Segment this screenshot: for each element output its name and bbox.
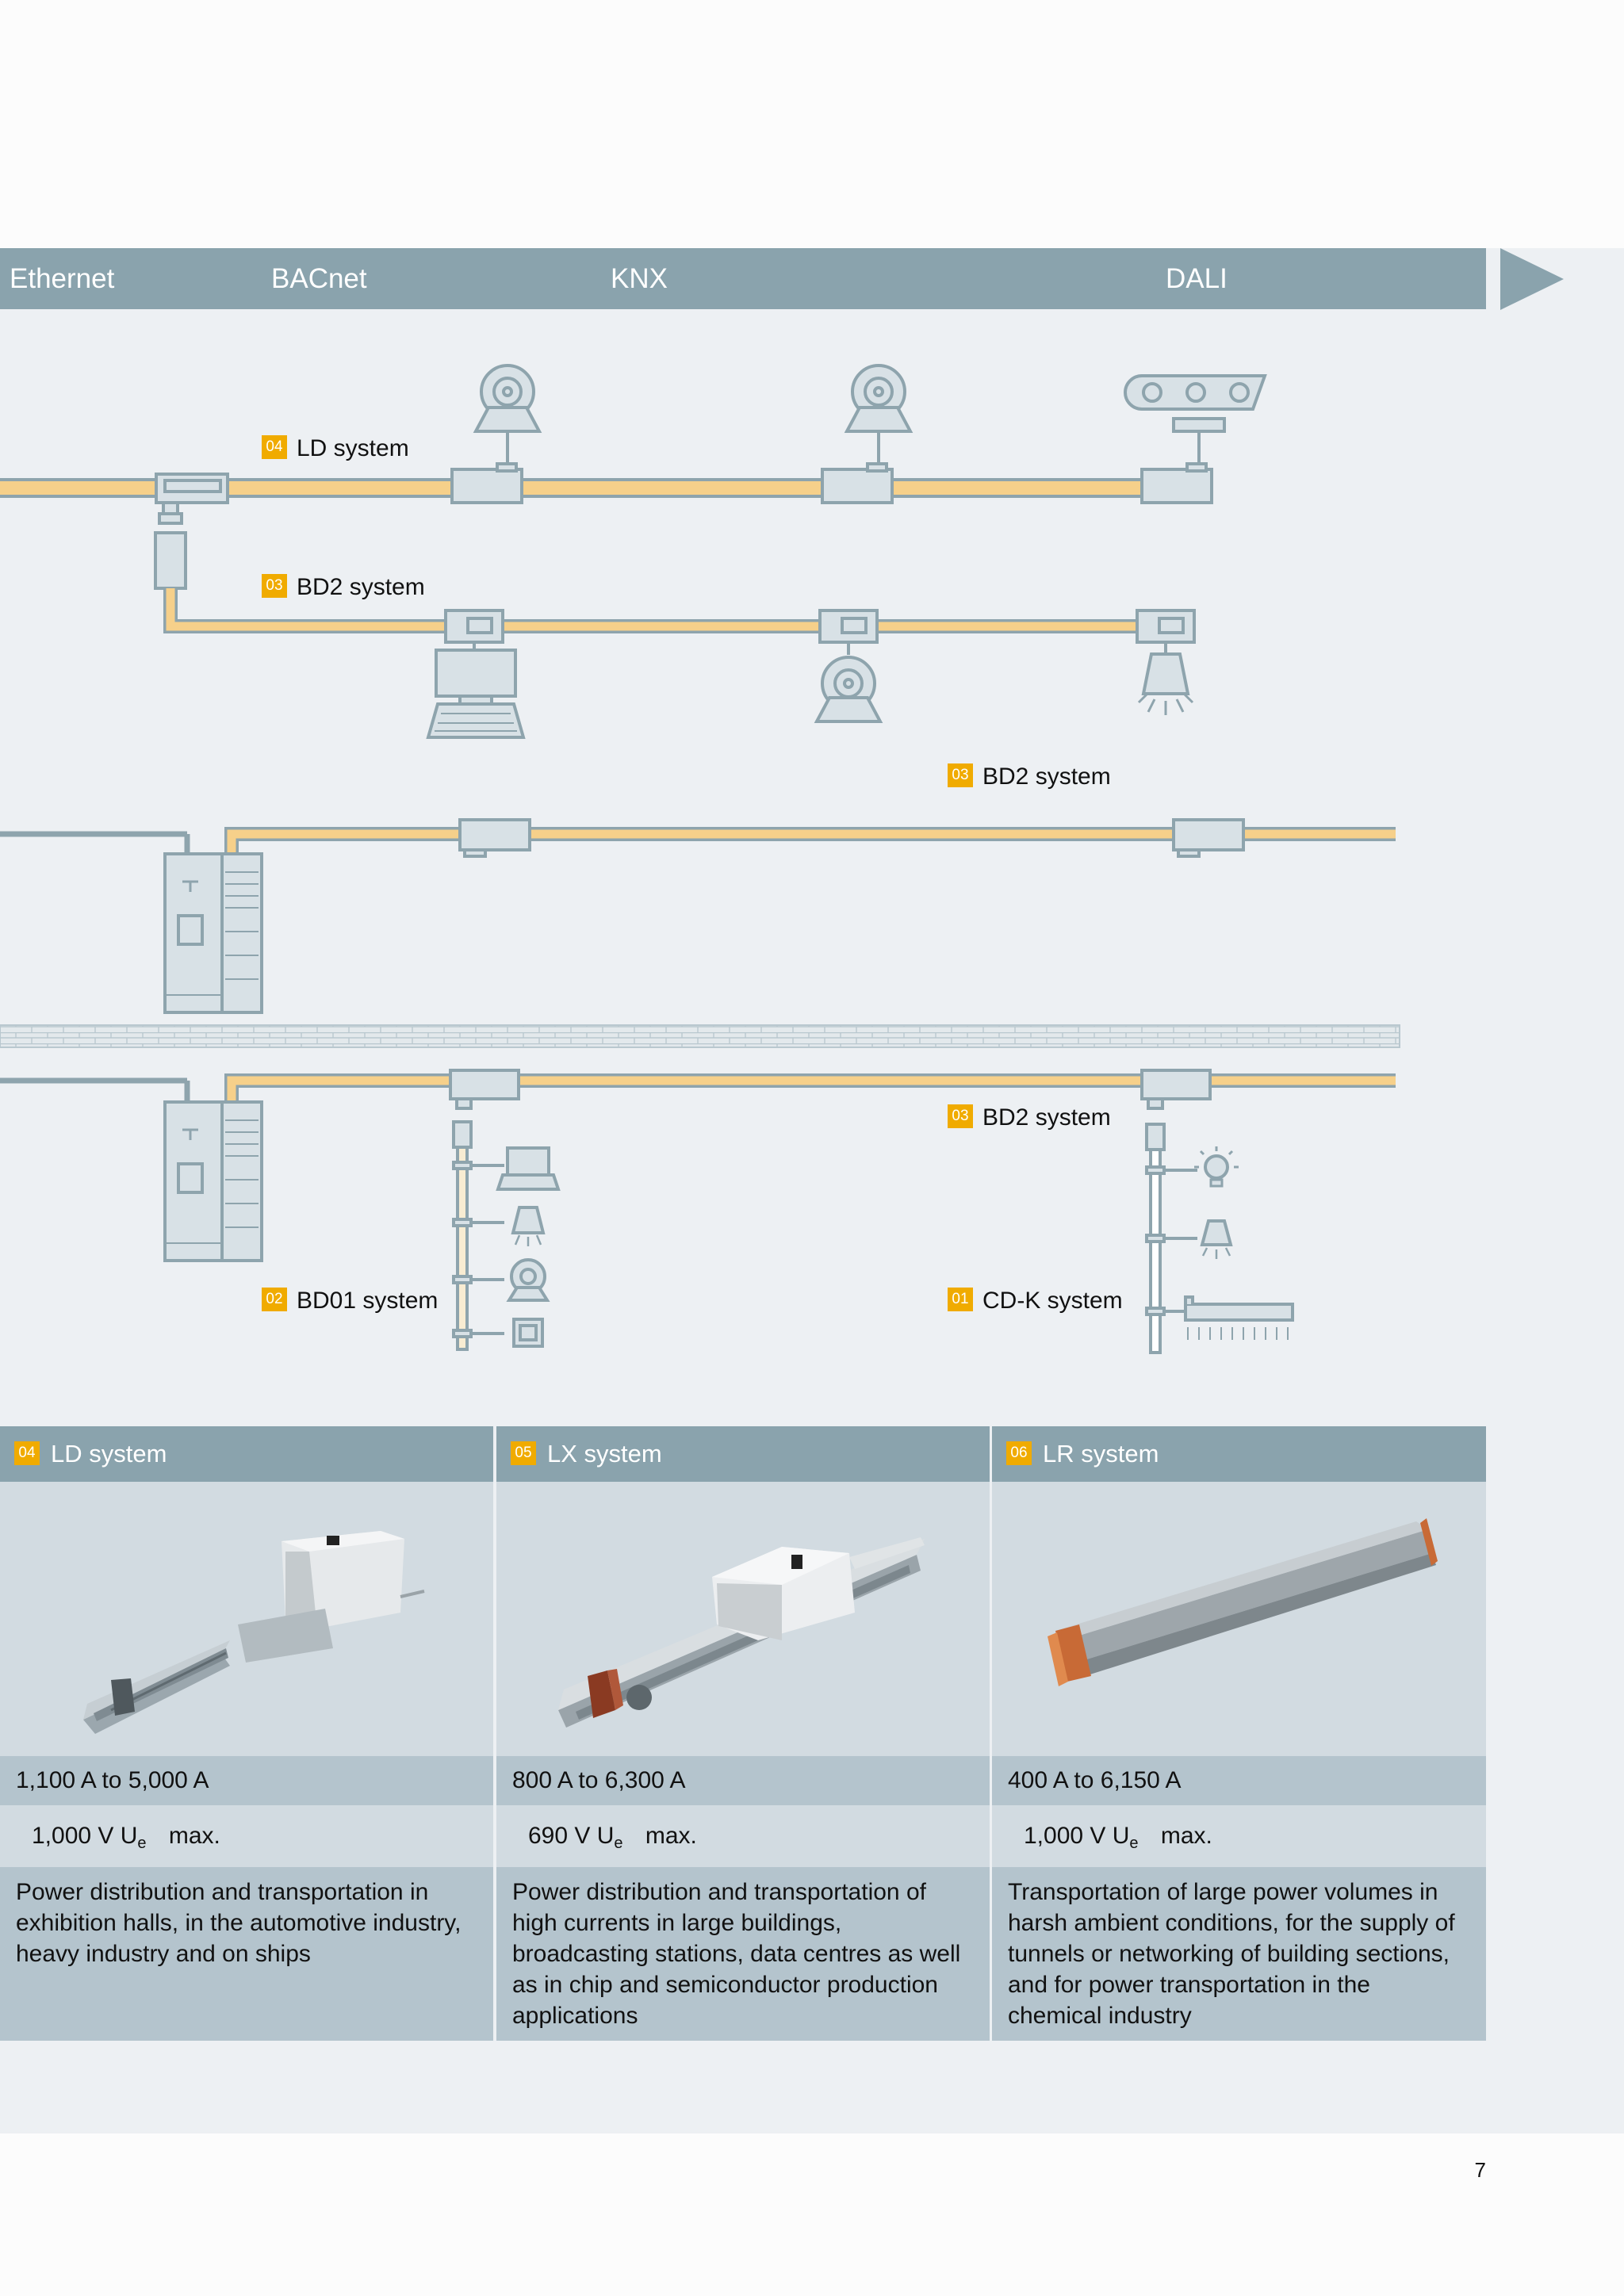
label-text: BD2 system [982,1104,1111,1131]
application-text: Power distribution and transportation of… [512,1879,961,2029]
label-bd2-system-upper: 03 BD2 system [262,573,425,602]
protocol-bacnet: BACnet [271,263,367,294]
bd2-middle-busbar [0,827,1396,856]
floor-divider [0,1024,1400,1048]
ld-voltage-rating: 1,000 V Ue max. [0,1805,493,1867]
label-bd2-system-lower: 03 BD2 system [948,1104,1111,1132]
badge-05: 05 [511,1441,536,1465]
busbar-diagram [0,364,1400,1354]
ld-tapoff-unit [450,462,1213,504]
badge-03: 03 [948,763,973,788]
badge-01: 01 [948,1288,973,1312]
lx-voltage-rating: 690 V Ue max. [496,1805,990,1867]
ld-current-rating: 1,100 A to 5,000 A [0,1756,493,1805]
lr-application: Transportation of large power volumes in… [992,1867,1486,2041]
voltage-suffix: max. [162,1823,220,1849]
switchboard-icon [163,1100,263,1262]
application-text: Power distribution and transportation in… [16,1879,462,1967]
lr-voltage-rating: 1,000 V Ue max. [992,1805,1486,1867]
lx-product-image [496,1482,990,1756]
next-page-arrow-icon [1500,248,1564,310]
bd01-riser [449,1069,561,1351]
ld-application: Power distribution and transportation in… [0,1867,493,2041]
current-value: 800 A to 6,300 A [512,1767,686,1793]
voltage-suffix: max. [1154,1823,1212,1849]
camera-icon [473,364,914,464]
column-title: LR system [1043,1440,1159,1468]
protocol-ethernet: Ethernet [10,263,115,294]
lx-current-rating: 800 A to 6,300 A [496,1756,990,1805]
protocol-knx: KNX [611,263,668,294]
voltage-subscript: e [614,1835,623,1852]
cdk-riser [1140,1069,1294,1354]
voltage-value: 1,000 V U [1024,1823,1130,1849]
protocol-dali: DALI [1166,263,1228,294]
voltage-suffix: max. [638,1823,697,1849]
column-title: LD system [51,1440,167,1468]
application-text: Transportation of large power volumes in… [1008,1879,1455,2029]
label-cdk-system: 01 CD-K system [948,1287,1123,1315]
lr-current-rating: 400 A to 6,150 A [992,1756,1486,1805]
ld-feed-unit [154,473,229,590]
ld-product-image [0,1482,493,1756]
voltage-value: 690 V U [528,1823,615,1849]
current-value: 1,100 A to 5,000 A [16,1767,209,1793]
computer-icon [426,642,526,739]
switchboard-icon [163,852,263,1014]
label-ld-system: 04 LD system [262,434,409,463]
projector-icon [1124,374,1267,464]
label-text: LD system [297,435,409,461]
voltage-subscript: e [137,1835,147,1852]
protocol-band [0,248,1486,309]
badge-03: 03 [948,1104,973,1129]
column-title: LX system [547,1440,662,1468]
badge-03: 03 [262,574,287,599]
lx-application: Power distribution and transportation of… [496,1867,990,2041]
label-text: CD-K system [982,1288,1123,1314]
label-text: BD2 system [982,763,1111,790]
bd2-lower-busbar [0,1073,1396,1104]
bd2-tapoff-unit [458,818,1245,858]
table-header-lx: 05 LX system [496,1426,990,1482]
badge-06: 06 [1006,1441,1032,1465]
lr-product-image [992,1482,1486,1756]
badge-04: 04 [14,1441,40,1465]
label-bd2-system-middle: 03 BD2 system [948,763,1111,791]
current-value: 400 A to 6,150 A [1008,1767,1182,1793]
bd2-tapoff-unit [444,609,1196,644]
camera-icon [814,642,883,723]
label-text: BD01 system [297,1288,439,1314]
label-text: BD2 system [297,574,425,600]
badge-04: 04 [262,435,287,460]
label-bd01-system: 02 BD01 system [262,1287,438,1315]
table-header-ld: 04 LD system [0,1426,493,1482]
voltage-subscript: e [1129,1835,1139,1852]
table-header-lr: 06 LR system [992,1426,1486,1482]
page-number: 7 [1474,2158,1486,2182]
badge-02: 02 [262,1288,287,1312]
spotlight-icon [1137,642,1194,715]
voltage-value: 1,000 V U [32,1823,138,1849]
